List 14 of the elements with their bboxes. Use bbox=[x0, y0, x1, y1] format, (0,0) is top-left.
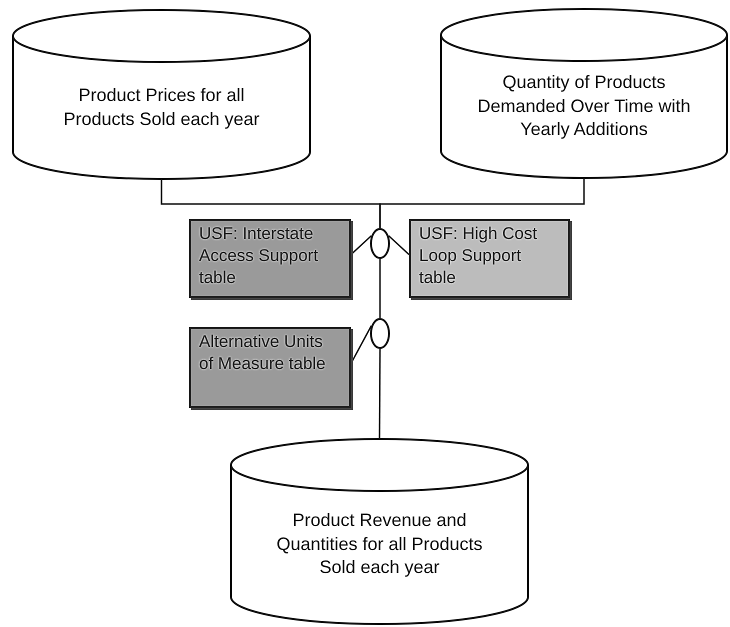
connector-line bbox=[378, 349, 381, 438]
database-label: Quantity of Products Demanded Over Time with Yearly Additions bbox=[476, 71, 692, 142]
connector-line bbox=[379, 259, 381, 318]
database-label: Product Prices for all Products Sold each year bbox=[62, 84, 261, 131]
connector-line bbox=[379, 178, 585, 228]
table-box: USF: High Cost Loop Support table bbox=[409, 219, 570, 298]
connector-oval bbox=[370, 228, 390, 259]
connector-line bbox=[388, 235, 410, 256]
connector-oval bbox=[370, 318, 390, 349]
table-box: Alternative Units of Measure table bbox=[189, 327, 351, 408]
table-box: USF: Interstate Access Support table bbox=[189, 219, 351, 298]
connector-line bbox=[350, 235, 372, 256]
database-label: Product Revenue and Quantities for all Products Sold each year bbox=[275, 509, 484, 580]
connector-line bbox=[350, 325, 372, 364]
